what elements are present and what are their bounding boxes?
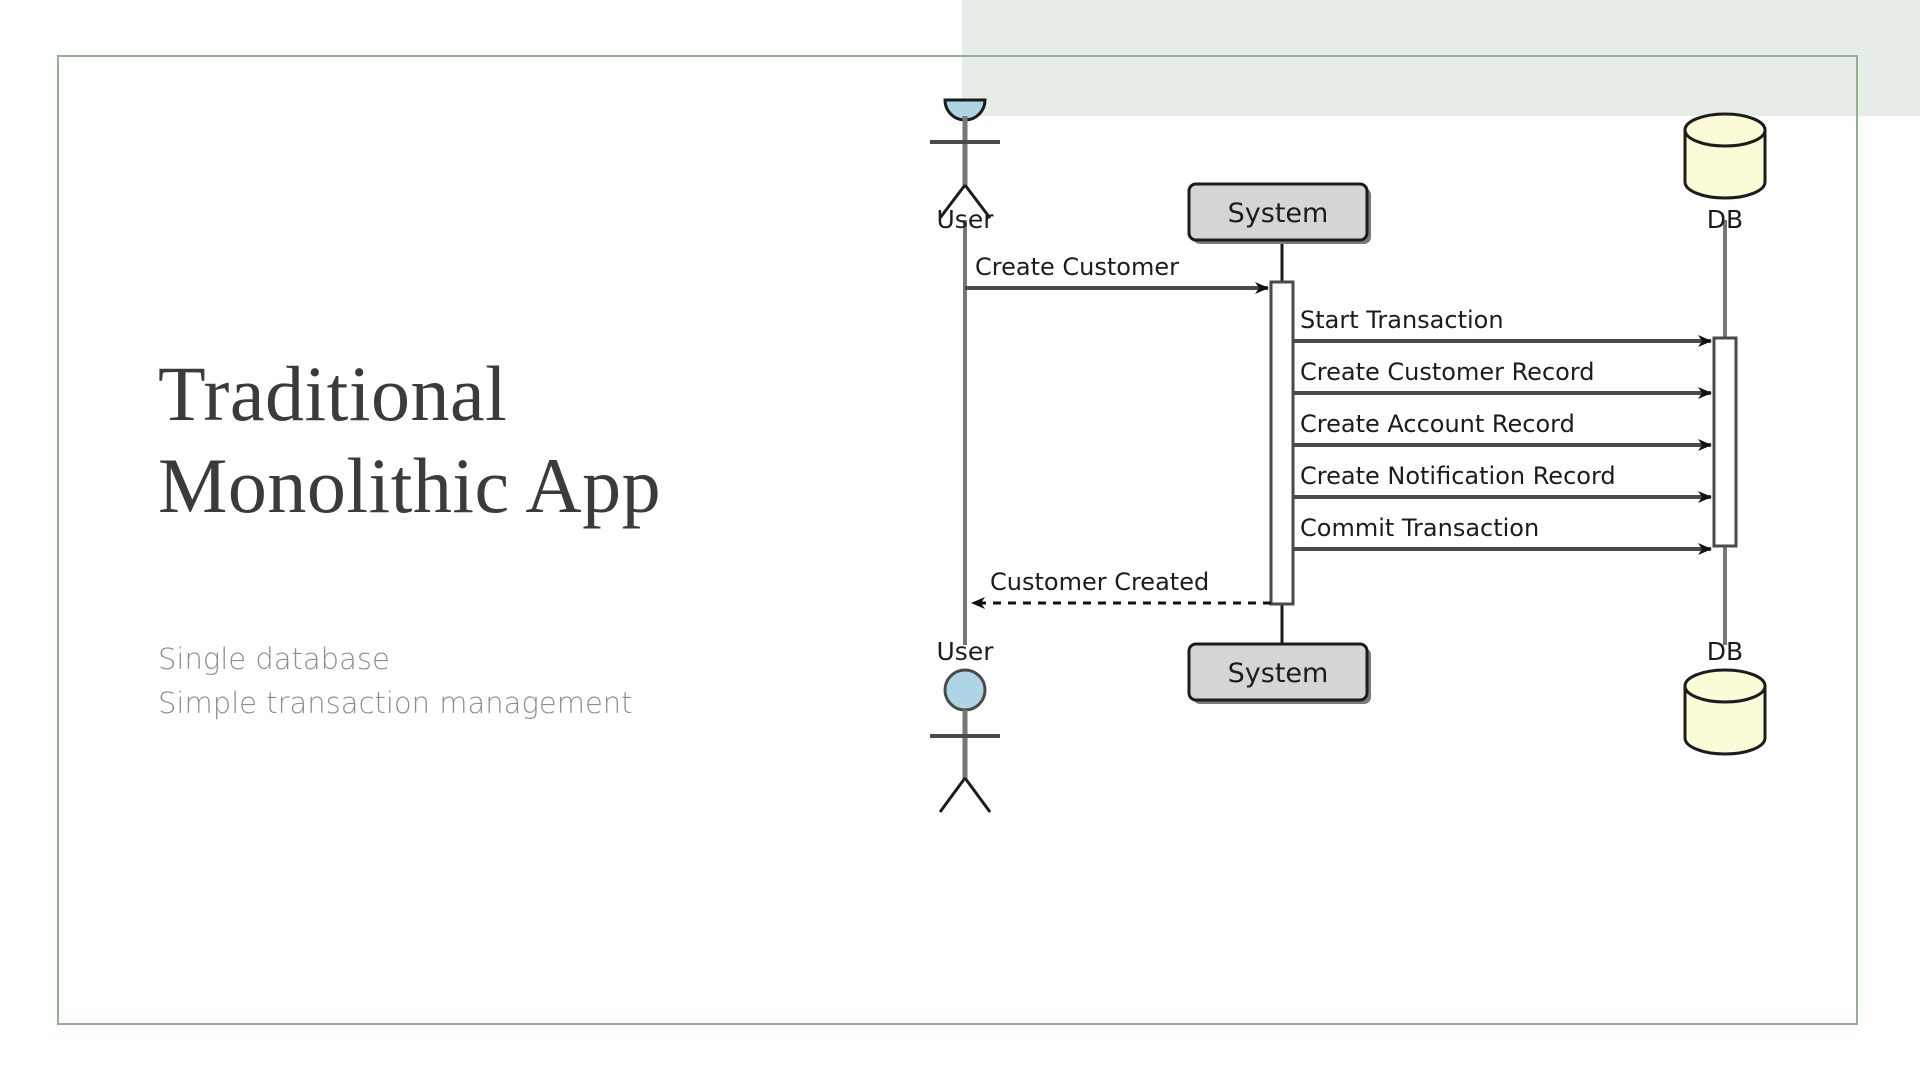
participant-label-user-top: User xyxy=(937,205,995,234)
message-label: Start Transaction xyxy=(1300,306,1504,334)
db-cylinder-top-icon xyxy=(1683,668,1767,704)
message-4: Create Account Record xyxy=(1293,410,1712,451)
message-label: Create Account Record xyxy=(1300,410,1575,438)
participant-system-top: System xyxy=(1187,182,1371,244)
actor-leg-right xyxy=(963,184,992,219)
actor-leg-left xyxy=(938,184,967,219)
message-1: Create Customer xyxy=(965,253,1269,294)
page-title-line-1: Traditional xyxy=(158,350,508,437)
activation-bar-system xyxy=(1269,280,1295,606)
participant-label-db-bottom: DB xyxy=(1707,637,1743,666)
participant-label-system-top: System xyxy=(1228,198,1329,229)
db-cylinder-top-icon xyxy=(1683,112,1767,148)
bullet-list: Single database Simple transaction manag… xyxy=(158,637,798,725)
participant-label-system-bottom: System xyxy=(1228,658,1329,689)
list-item: Simple transaction management xyxy=(158,686,633,721)
db-cylinder-body-icon xyxy=(1683,128,1767,200)
participant-db-top: DB xyxy=(1683,112,1767,234)
message-label: Customer Created xyxy=(990,568,1209,596)
message-label: Create Customer xyxy=(975,253,1179,281)
list-item: Single database xyxy=(158,642,390,676)
message-6: Commit Transaction xyxy=(1293,514,1712,555)
activation-bar-db xyxy=(1712,336,1738,548)
accent-band xyxy=(962,0,1920,116)
system-box xyxy=(1187,182,1369,242)
message-3: Create Customer Record xyxy=(1293,358,1712,399)
participant-label-db-top: DB xyxy=(1707,205,1743,234)
actor-leg-right xyxy=(963,777,992,813)
page-title-line-2: Monolithic App xyxy=(158,442,662,530)
participant-system-bottom: System xyxy=(1187,642,1371,704)
message-5: Create Notification Record xyxy=(1293,462,1712,503)
message-label: Create Notification Record xyxy=(1300,462,1616,490)
system-box xyxy=(1187,642,1369,702)
message-label: Create Customer Record xyxy=(1300,358,1595,386)
page-title: Traditional Monolithic App xyxy=(158,348,858,532)
actor-head-icon xyxy=(943,668,987,712)
message-2: Start Transaction xyxy=(1293,306,1712,347)
db-cylinder-body-icon xyxy=(1683,684,1767,756)
slide-frame-border xyxy=(57,55,1858,1025)
participant-user-top: User xyxy=(930,98,1000,234)
message-7: Customer Created xyxy=(971,568,1271,609)
title-block: Traditional Monolithic App xyxy=(158,348,858,532)
sequence-diagram: User System DB Create Customer xyxy=(860,98,1870,930)
message-label: Commit Transaction xyxy=(1300,514,1539,542)
participant-user-bottom: User xyxy=(930,637,1000,813)
participant-db-bottom: DB xyxy=(1683,637,1767,756)
participant-label-user-bottom: User xyxy=(937,637,995,666)
actor-leg-left xyxy=(938,777,967,813)
